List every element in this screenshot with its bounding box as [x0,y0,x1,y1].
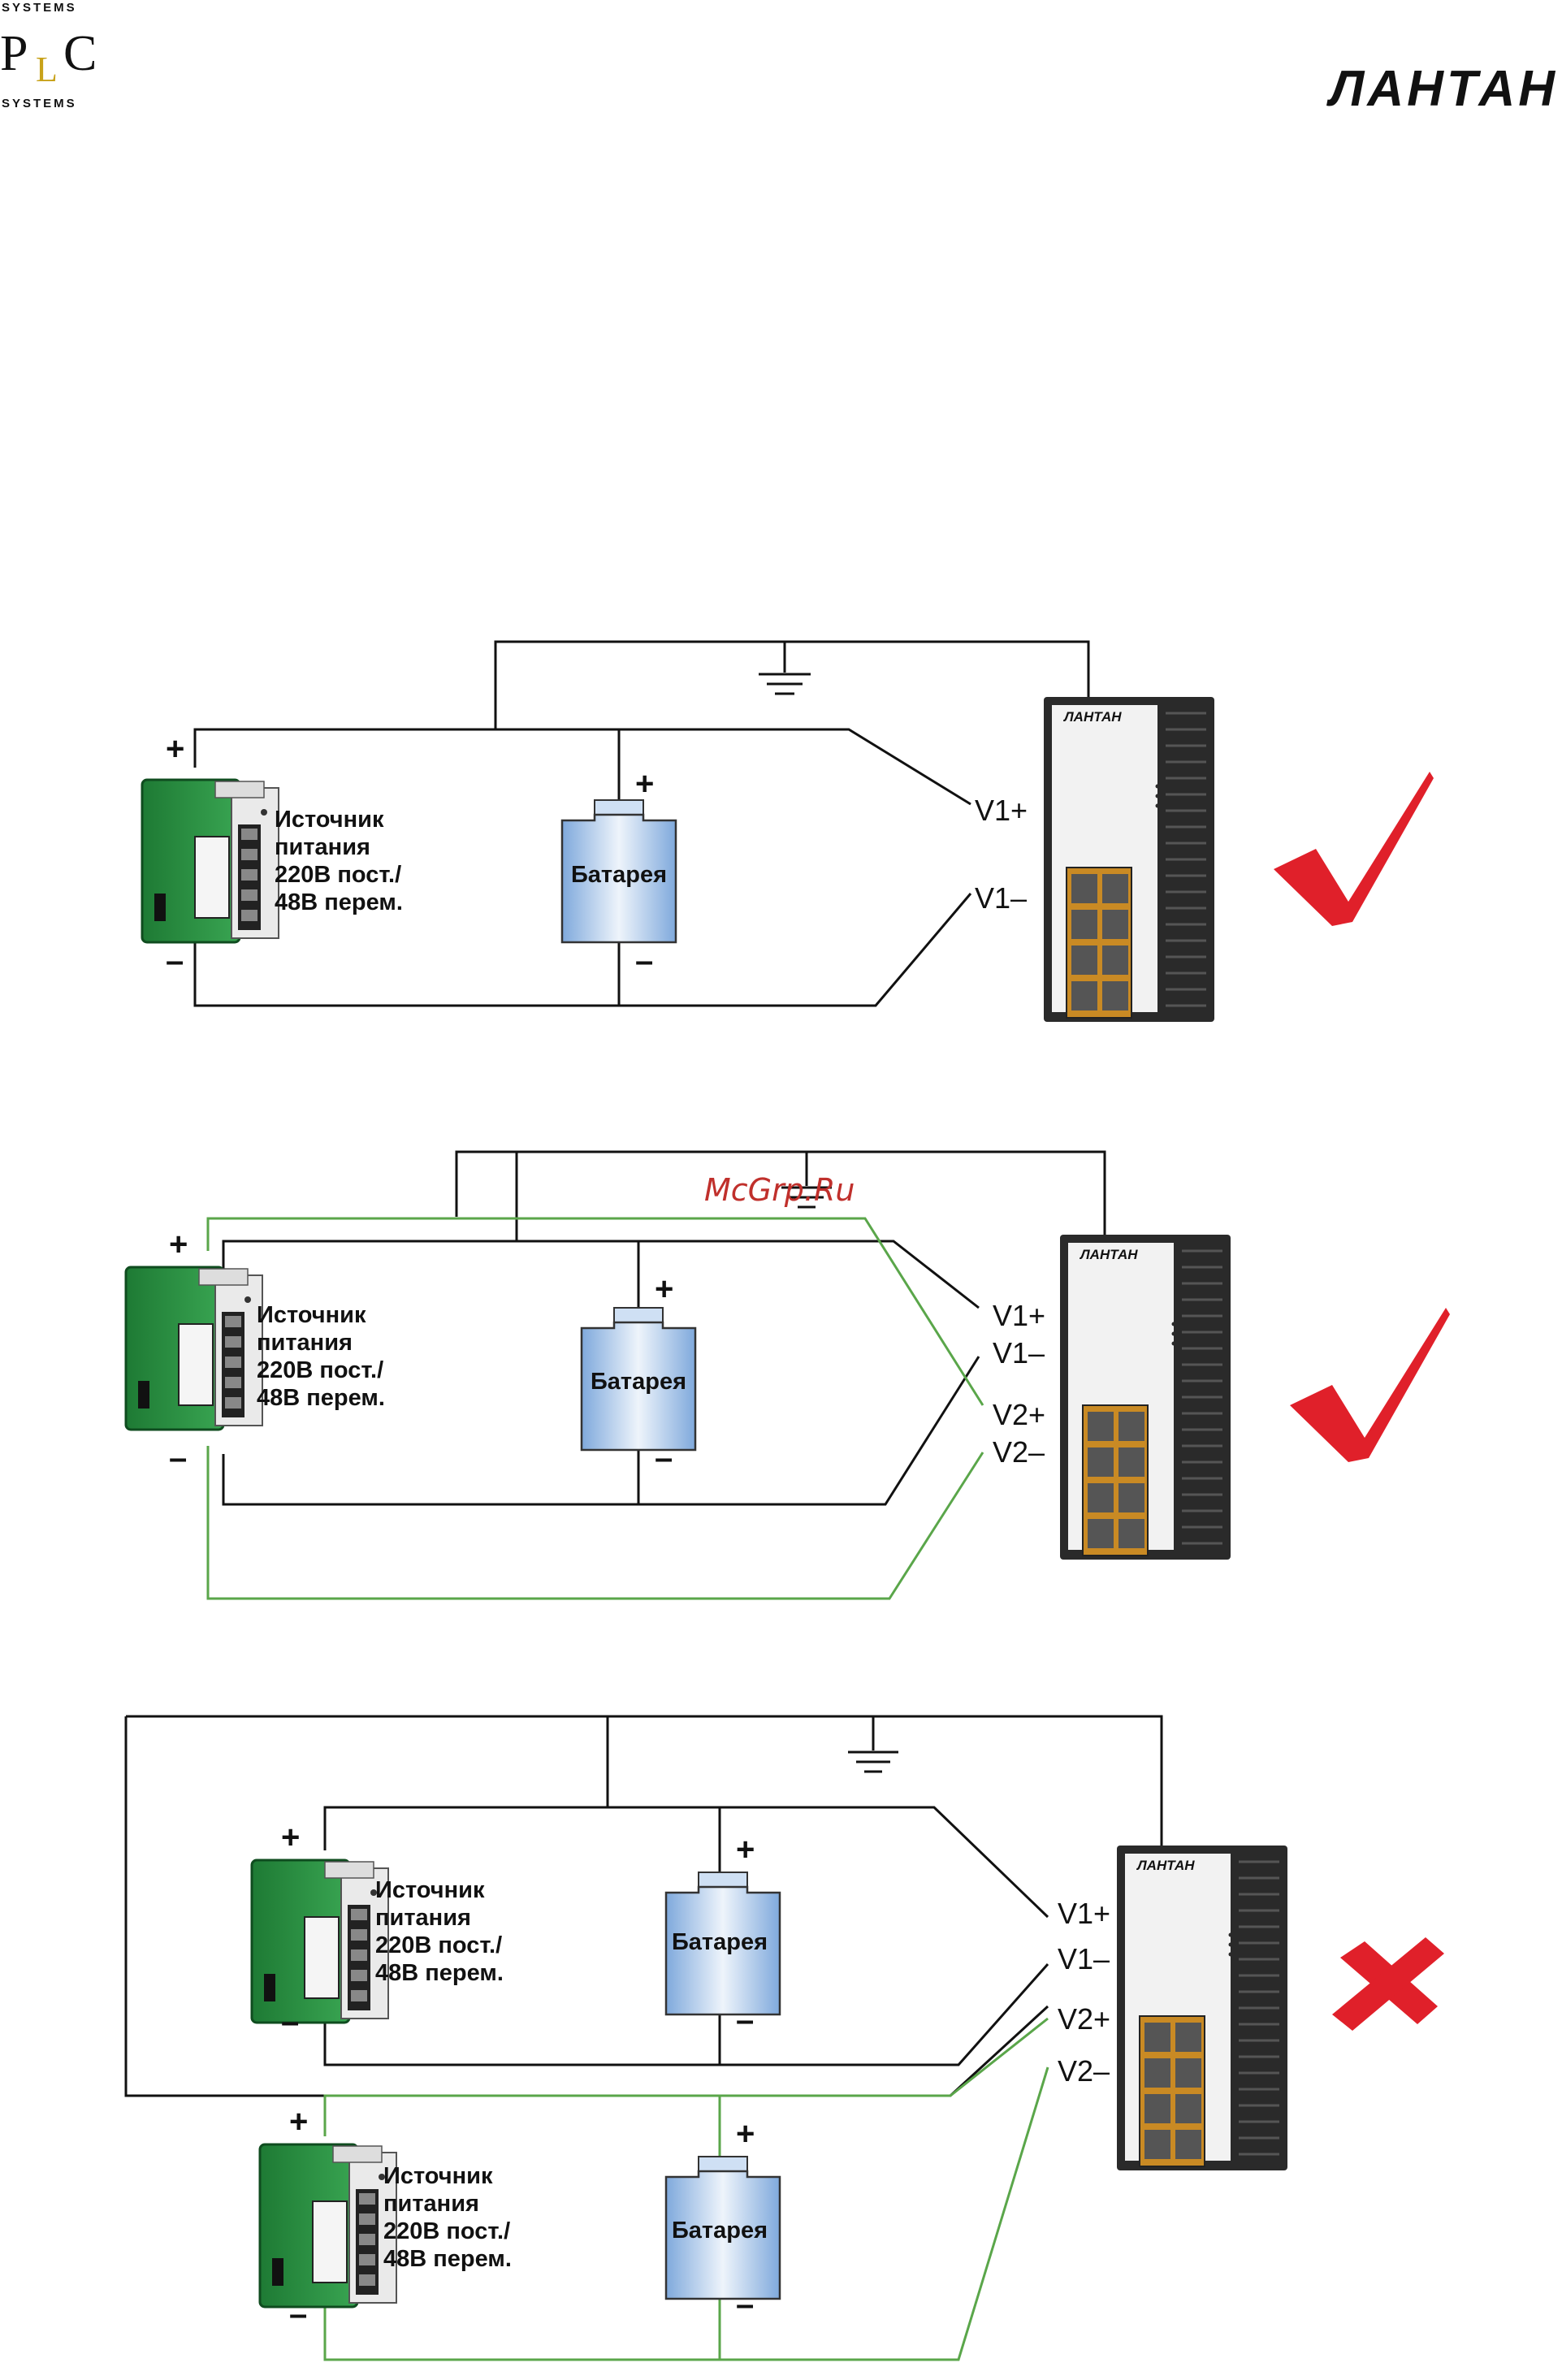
terminal-v2-minus: V2– [993,1435,1045,1469]
psu-label: Источник питания 220В пост./ 48В перем. [257,1302,385,1411]
svg-text:C: C [63,26,97,81]
svg-text:питания: питания [383,2191,479,2217]
svg-text:220В пост./: 220В пост./ [275,862,401,888]
psu-minus: – [166,943,184,979]
svg-text:48В перем.: 48В перем. [383,2246,512,2272]
check-icon [1274,772,1434,926]
ground-icon [781,1152,832,1209]
ground-icon [848,1716,898,1773]
svg-text:L: L [36,50,58,89]
svg-text:220В пост./: 220В пост./ [375,1932,502,1958]
battery-minus: – [655,1440,673,1476]
terminal-v2-plus: V2+ [1058,2002,1110,2036]
terminal-v1-plus: V1+ [975,794,1028,827]
lantan-logo: ЛАНТАН [1326,61,1558,117]
psu-label: Источник питания 220В пост./ 48В перем. [275,807,403,915]
diagram-dual-supply-separate: + – Источник питания 220В пост./ 48В пер… [124,1715,1444,2361]
battery-minus: – [635,943,653,979]
cross-icon [1332,1937,1444,2031]
switch-brand: ЛАНТАН [1136,1858,1195,1873]
svg-text:Источник: Источник [257,1302,366,1328]
switch-brand: ЛАНТАН [1062,709,1122,725]
svg-text:SYSTEMS: SYSTEMS [2,1,77,15]
ground-icon [759,642,811,695]
psu-plus: + [281,1820,300,1855]
check-icon [1290,1308,1450,1462]
psu-minus: – [169,1440,187,1476]
psu-minus: – [281,2004,299,2040]
battery-label: Батарея [571,862,667,888]
svg-text:Источник: Источник [383,2163,493,2189]
svg-text:Источник: Источник [375,1877,485,1903]
battery-label: Батарея [672,1929,768,1955]
power-supply-unit [258,2143,398,2309]
battery-label: Батарея [591,1369,686,1395]
terminal-v1-plus: V1+ [1058,1897,1110,1930]
terminal-v1-minus: V1– [975,881,1027,915]
svg-text:48В перем.: 48В перем. [375,1960,504,1986]
battery-minus: – [736,2287,754,2322]
psu-plus: + [166,731,184,767]
svg-text:48В перем.: 48В перем. [275,889,403,915]
switch-brand: ЛАНТАН [1079,1247,1138,1262]
svg-text:SYSTEMS: SYSTEMS [2,97,77,110]
svg-text:P: P [0,26,28,81]
terminal-v1-minus: V1– [1058,1942,1110,1975]
svg-text:220В пост./: 220В пост./ [257,1357,383,1383]
battery-label: Батарея [672,2218,768,2244]
terminal-v1-minus: V1– [993,1336,1045,1370]
psu-minus: – [289,2296,307,2332]
network-switch [1042,695,1216,1023]
psu-label: Источник питания 220В пост./ 48В перем. [383,2163,512,2272]
power-supply-unit [141,778,280,944]
battery-plus: + [655,1271,673,1307]
psu-plus: + [289,2104,308,2140]
svg-text:питания: питания [275,834,370,860]
terminal-v1-plus: V1+ [993,1299,1045,1332]
terminal-v2-minus: V2– [1058,2054,1110,2088]
battery-plus: + [736,2116,755,2152]
svg-text:220В пост./: 220В пост./ [383,2218,510,2244]
svg-text:питания: питания [375,1905,471,1931]
battery-plus: + [736,1832,755,1867]
svg-text:Источник: Источник [275,807,384,833]
power-supply-unit [250,1859,390,2024]
network-switch [1058,1233,1232,1561]
plc-systems-logo: SYSTEMS P L C SYSTEMS [0,1,97,110]
power-supply-unit [124,1266,264,1431]
battery-minus: – [736,2002,754,2038]
battery-plus: + [635,766,654,802]
svg-text:48В перем.: 48В перем. [257,1385,385,1411]
diagram-dual-supply-common: + – Источник питания 220В пост./ 48В пер… [124,1150,1450,1600]
psu-label: Источник питания 220В пост./ 48В перем. [375,1877,504,1986]
terminal-v2-plus: V2+ [993,1398,1045,1431]
watermark: McGrp.Ru [704,1172,855,1208]
psu-plus: + [169,1227,188,1262]
network-switch [1115,1844,1289,2172]
svg-text:питания: питания [257,1330,353,1356]
diagram-single-supply: + – Источник питания 220В пост./ 48В пер… [141,640,1434,1023]
